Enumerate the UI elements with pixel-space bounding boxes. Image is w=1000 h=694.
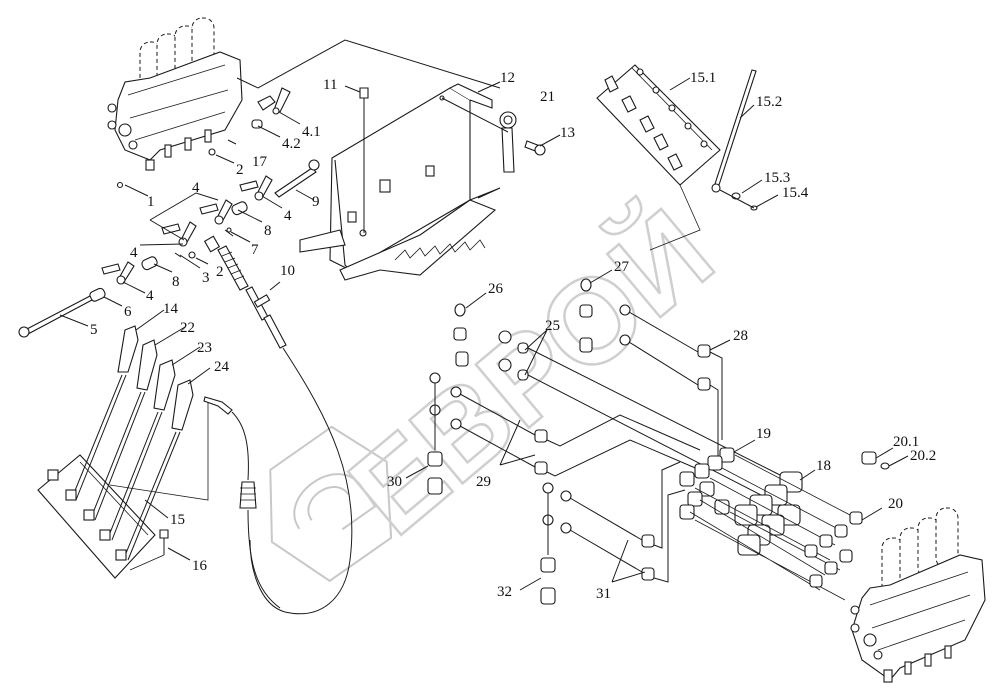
bolt-11 <box>359 87 369 233</box>
callout-9: 9 <box>312 194 320 210</box>
callout-29: 29 <box>476 474 491 490</box>
callout-4-1: 4.1 <box>302 124 321 140</box>
callout-labels: 1 2 2 3 4 4 4 4 4.1 4.2 5 6 7 8 8 9 10 1… <box>90 70 936 602</box>
linkage-parts <box>18 87 353 615</box>
callout-8-b: 8 <box>172 274 180 290</box>
callout-19: 19 <box>756 426 771 442</box>
callout-1: 1 <box>147 194 155 210</box>
callout-14: 14 <box>163 301 179 317</box>
callout-30: 30 <box>387 474 402 490</box>
callout-20: 20 <box>888 496 903 512</box>
hose-set <box>427 278 791 605</box>
callout-15-2: 15.2 <box>756 94 782 110</box>
callout-12: 12 <box>500 70 515 86</box>
callout-4-b: 4 <box>284 208 292 224</box>
leader-lines <box>59 77 909 591</box>
callout-7: 7 <box>251 242 259 258</box>
callout-27: 27 <box>614 259 630 275</box>
fittings-and-valve <box>679 447 986 683</box>
callout-6: 6 <box>124 304 132 320</box>
callout-28: 28 <box>733 328 748 344</box>
callout-11: 11 <box>323 77 337 93</box>
callout-20-2: 20.2 <box>910 448 936 464</box>
callout-26: 26 <box>488 281 504 297</box>
clamp-21 <box>441 97 517 173</box>
callout-4-2: 4.2 <box>282 136 301 152</box>
callout-15-3: 15.3 <box>764 170 790 186</box>
watermark-logo-icon <box>269 425 393 583</box>
callout-21: 21 <box>540 89 555 105</box>
callout-10: 10 <box>280 263 295 279</box>
callout-31: 31 <box>596 586 611 602</box>
callout-15-1: 15.1 <box>690 70 716 86</box>
valve-block-top <box>107 17 243 171</box>
callout-13: 13 <box>560 125 575 141</box>
callout-16: 16 <box>192 558 208 574</box>
callout-2-upper: 2 <box>236 162 244 178</box>
callout-8-a: 8 <box>264 223 272 239</box>
callout-4-a: 4 <box>192 180 200 196</box>
callout-25: 25 <box>545 318 560 334</box>
lever-rod-15-2 <box>711 69 758 211</box>
callout-5: 5 <box>90 322 98 338</box>
callout-24: 24 <box>214 359 230 375</box>
callout-2-lower: 2 <box>216 264 224 280</box>
callout-3: 3 <box>202 270 210 286</box>
callout-23: 23 <box>197 340 212 356</box>
callout-15-4: 15.4 <box>782 185 809 201</box>
callout-22: 22 <box>180 320 195 336</box>
callout-32: 32 <box>497 584 512 600</box>
callout-15: 15 <box>170 512 185 528</box>
mounting-bracket <box>299 83 501 281</box>
callout-17: 17 <box>252 154 268 170</box>
callout-4-c: 4 <box>130 245 138 261</box>
callout-20-1: 20.1 <box>893 434 919 450</box>
callout-4-d: 4 <box>146 288 154 304</box>
callout-18: 18 <box>816 458 831 474</box>
bolt-13 <box>524 140 546 156</box>
control-lever-assembly <box>37 325 281 609</box>
lever-base-plate-15-1 <box>596 64 721 186</box>
